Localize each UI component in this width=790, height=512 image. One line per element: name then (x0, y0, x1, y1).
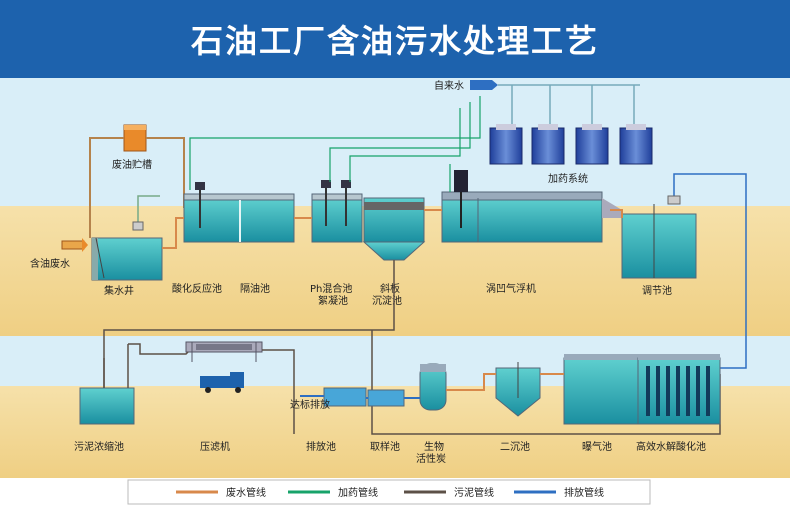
ph-mixing-label-2: 絮凝池 (318, 294, 348, 307)
legend-dosing-label: 加药管线 (338, 486, 378, 499)
secondary-clarifier-label: 二沉池 (500, 440, 530, 453)
press-down-line (262, 349, 295, 434)
well-valve (132, 221, 144, 231)
vortex-flotation: 涡凹气浮机 (441, 170, 622, 295)
bio-carbon-label-2: 活性炭 (416, 452, 446, 465)
legend-wastewater-label: 废水管线 (226, 486, 266, 499)
secondary-clarifier: 二沉池 (495, 362, 541, 453)
vortex-flotation-label: 涡凹气浮机 (486, 282, 536, 295)
tap-water-branches (511, 85, 635, 124)
bio-carbon-tower: 生物 活性炭 (416, 363, 447, 465)
inclined-plate-settler: 斜板 沉淀池 (362, 197, 426, 307)
acidification-tank-label: 酸化反应池 (172, 282, 222, 295)
press-to-thickener (128, 343, 189, 355)
legend-sludge: 污泥管线 (404, 486, 494, 499)
regulating-return-pipe (673, 173, 747, 369)
tap-water: 自来水 (434, 79, 498, 92)
discharge-pool: 排放池 达标排放 (290, 387, 367, 453)
mixer-1-motor (195, 182, 205, 190)
inlet-pipe: 含油废水 (30, 238, 88, 270)
dosing-line-2 (329, 102, 471, 182)
hydrolysis-tank-label: 高效水解酸化池 (636, 440, 706, 453)
legend-wastewater: 废水管线 (176, 486, 266, 499)
discharge-pool-label: 排放池 (306, 440, 336, 453)
regulating-tank: 调节池 (621, 204, 697, 297)
regulating-tank-label: 调节池 (642, 284, 672, 297)
pipe-well-to-acid (162, 217, 184, 249)
sludge-thickener-label: 污泥浓缩池 (74, 440, 124, 453)
dosing-line-3 (349, 108, 461, 182)
acidification-tank: 酸化反应池 隔油池 (172, 193, 295, 295)
sludge-truck (200, 372, 244, 393)
ph-mixing-label-1: Ph混合池 (310, 282, 352, 295)
inclined-plate-label-1: 斜板 (380, 282, 400, 295)
legend-discharge: 排放管线 (514, 486, 604, 499)
discharge-standard-label: 达标排放 (290, 398, 330, 411)
dosing-tank-2 (531, 124, 565, 165)
sky-upper (0, 78, 790, 206)
collection-well-label: 集水井 (104, 284, 134, 297)
ph-mixing-tank: Ph混合池 絮凝池 (310, 180, 363, 307)
pipe-clarifier-to-carbon (446, 373, 496, 391)
oil-pipe-right (146, 137, 185, 208)
sampling-pool-label: 取样池 (370, 440, 400, 453)
oil-storage-tank-label: 废油贮槽 (112, 158, 152, 171)
tap-water-label: 自来水 (434, 79, 464, 92)
page-title: 石油工厂含油污水处理工艺 (190, 22, 599, 60)
legend: 废水管线 加药管线 污泥管线 排放管线 (127, 479, 651, 505)
bio-carbon-label-1: 生物 (424, 440, 444, 453)
well-dosing-pipe (137, 195, 160, 228)
oily-wastewater-label: 含油废水 (30, 257, 70, 270)
filter-press-label: 压滤机 (200, 440, 230, 453)
hydrolysis-tank: 高效水解酸化池 (636, 354, 721, 453)
legend-dosing: 加药管线 (288, 486, 378, 499)
inclined-plate-label-2: 沉淀池 (372, 294, 402, 307)
title-bar: 石油工厂含油污水处理工艺 (0, 0, 790, 78)
sludge-thickener: 污泥浓缩池 (74, 344, 135, 453)
dosing-line-1 (189, 96, 481, 190)
pipe-flotation-to-regulating (610, 209, 623, 218)
flow-diagram: 废油贮槽 含油废水 集水井 酸化反应池 隔油池 (0, 78, 790, 512)
dosing-tank-1 (489, 124, 523, 165)
dosing-tank-4 (619, 124, 653, 165)
oil-pipe-left (89, 137, 124, 238)
oil-separator-label: 隔油池 (240, 282, 270, 295)
aeration-tank: 曝气池 (563, 354, 639, 453)
collection-well: 集水井 (91, 237, 163, 297)
regulating-valve (667, 195, 681, 205)
legend-sludge-label: 污泥管线 (454, 486, 494, 499)
filter-press: 压滤机 (185, 341, 263, 453)
dosing-tank-3 (575, 124, 609, 165)
aeration-tank-label: 曝气池 (582, 440, 612, 453)
dosing-system-label: 加药系统 (548, 172, 588, 185)
legend-discharge-label: 排放管线 (564, 486, 604, 499)
